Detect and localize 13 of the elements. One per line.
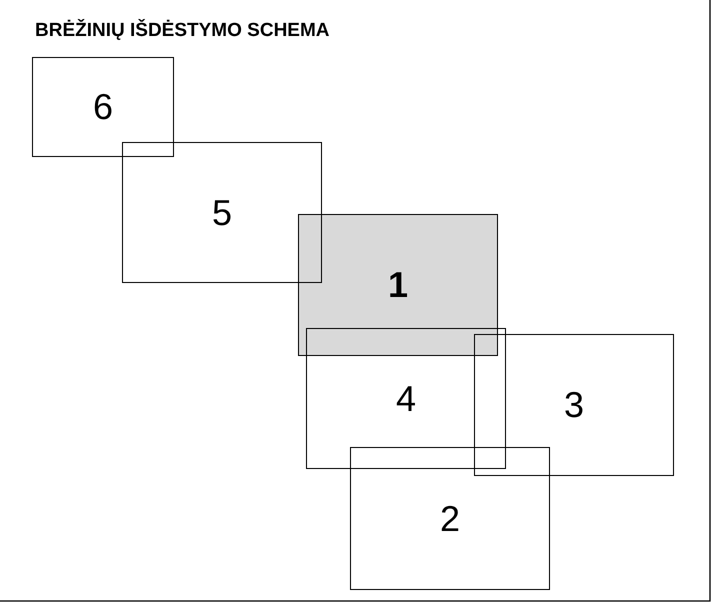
sheet-number: 1 <box>388 267 408 303</box>
sheet-number: 3 <box>564 387 584 423</box>
sheet-area-box <box>298 214 498 356</box>
sheet-number: 4 <box>396 380 416 416</box>
sheet-area-box <box>350 447 550 590</box>
sheet-area-box <box>474 334 674 476</box>
sheet-area-box <box>32 57 174 157</box>
title: BRĖŽINIŲ IŠDĖSTYMO SCHEMA <box>35 20 330 42</box>
sheet-number: 6 <box>92 89 114 125</box>
sheet-area-box <box>122 142 322 283</box>
sheet-area-box <box>306 328 506 469</box>
sheet-number: 5 <box>212 194 232 230</box>
sheet-number: 2 <box>440 500 460 536</box>
